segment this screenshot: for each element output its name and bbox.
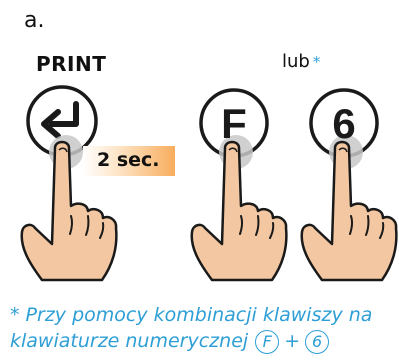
asterisk-marker: * [312, 53, 321, 71]
footnote-line-1: * Przy pomocy kombinacji klawiszy na [10, 302, 395, 328]
footnote-text-2: klawiaturze numerycznej [10, 330, 249, 352]
footnote-key-6: 6 [305, 329, 330, 354]
hold-time-badge [83, 146, 175, 176]
footnote: * Przy pomocy kombinacji klawiszy na kla… [10, 302, 395, 354]
or-label: lub* [282, 51, 320, 72]
enter-arrow-icon [41, 101, 79, 139]
or-text: lub [282, 51, 310, 72]
pointing-hand-icon [300, 140, 398, 282]
footnote-star: * [10, 304, 20, 326]
step-label: a. [24, 8, 45, 33]
f-key-label: F [221, 100, 247, 147]
footnote-line-2: klawiaturze numerycznej F+6 [10, 328, 395, 354]
hold-time-label: 2 sec. [97, 149, 160, 171]
footnote-key-f: F [255, 329, 280, 354]
print-label: PRINT [36, 52, 107, 76]
footnote-plus: + [284, 330, 301, 352]
footnote-text-1: Przy pomocy kombinacji klawiszy na [25, 304, 373, 326]
pointing-hand-icon [190, 140, 288, 282]
six-key-label: 6 [332, 100, 355, 147]
